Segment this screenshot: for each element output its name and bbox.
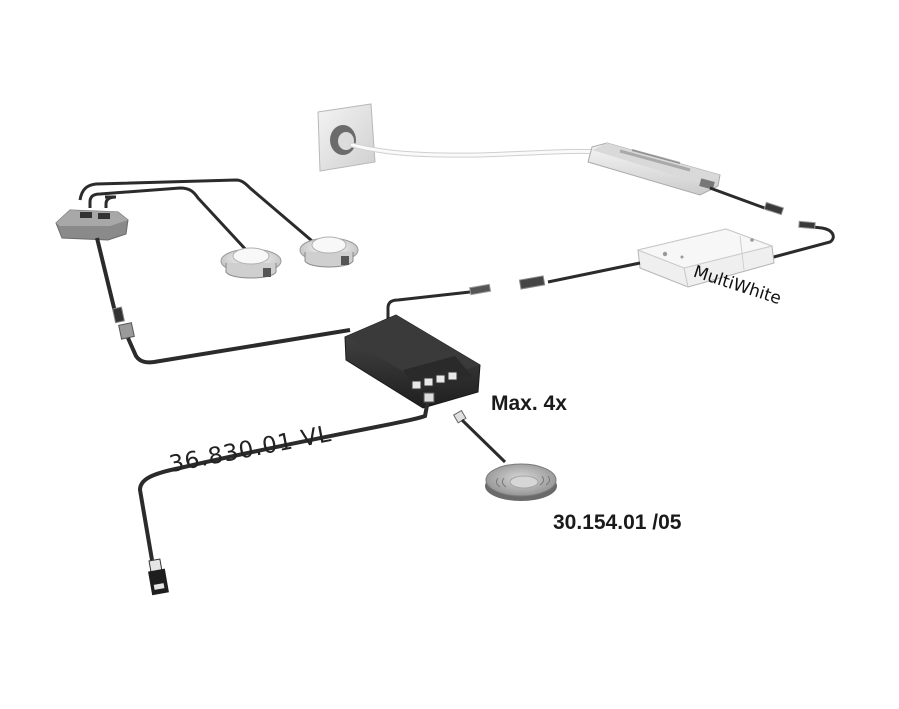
downlight-1 bbox=[220, 247, 282, 279]
connector bbox=[118, 322, 135, 340]
led-driver bbox=[587, 142, 721, 196]
switch-box-output-cable bbox=[386, 290, 471, 327]
downlight-cable-1 bbox=[88, 186, 250, 254]
connector bbox=[518, 275, 546, 290]
distributor bbox=[55, 209, 129, 241]
sensor-switch bbox=[485, 463, 557, 501]
downlight-2 bbox=[299, 236, 359, 268]
connector bbox=[112, 306, 125, 324]
multiwhite-controller bbox=[636, 228, 775, 288]
switch-box-input-cable bbox=[126, 328, 351, 365]
extension-cable bbox=[137, 399, 430, 561]
max-ports-label: Max. 4x bbox=[491, 392, 567, 415]
connector bbox=[423, 392, 435, 403]
wall-socket bbox=[317, 103, 376, 172]
sensor-cable bbox=[460, 418, 507, 464]
controller-output-cable bbox=[547, 261, 641, 284]
sensor-part-label: 30.154.01 /05 bbox=[553, 511, 682, 534]
switch-box bbox=[344, 314, 481, 409]
connector bbox=[798, 220, 816, 230]
connector bbox=[469, 283, 492, 296]
controller-input-cable bbox=[769, 224, 835, 260]
connector bbox=[763, 201, 785, 216]
driver-output-cable bbox=[709, 186, 771, 212]
extension-connector bbox=[148, 558, 169, 596]
downlight-cable-2 bbox=[78, 178, 319, 248]
distributor-cable bbox=[95, 237, 118, 317]
